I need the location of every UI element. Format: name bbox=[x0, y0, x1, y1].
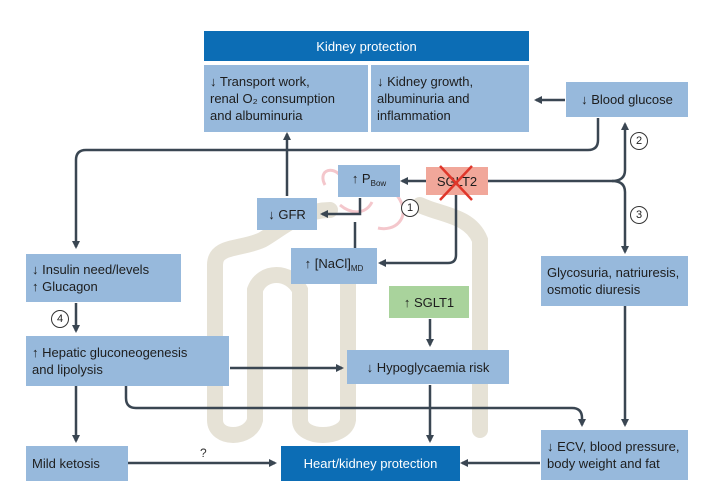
kidney-protection-header: Kidney protection bbox=[204, 31, 529, 61]
blood-glucose-text: ↓ Blood glucose bbox=[581, 92, 673, 107]
heart-kidney-protection-box: Heart/kidney protection bbox=[281, 446, 460, 481]
arrow-glucose-to-insulin bbox=[72, 118, 600, 249]
p-bow-box: ↑ PBow bbox=[338, 165, 400, 197]
marker-2: 2 bbox=[630, 132, 648, 150]
gfr-text: ↓ GFR bbox=[268, 206, 306, 222]
glycosuria-text: Glycosuria, natriuresis, osmotic diuresi… bbox=[547, 265, 680, 297]
arrow-sglt2-to-nacl bbox=[378, 195, 458, 267]
arrow-pbow-to-gfr bbox=[320, 198, 362, 218]
nacl-subscript: MD bbox=[350, 264, 364, 273]
hepatic-box: ↑ Hepatic gluconeogenesis and lipolysis bbox=[26, 336, 229, 386]
arrow-sglt2-to-glycosuria bbox=[611, 179, 629, 254]
gfr-box: ↓ GFR bbox=[257, 198, 317, 230]
marker-1: 1 bbox=[401, 199, 419, 217]
insulin-text: ↓ Insulin need/levels ↑ Glucagon bbox=[32, 262, 150, 294]
glycosuria-box: Glycosuria, natriuresis, osmotic diuresi… bbox=[541, 256, 688, 306]
p-bow-subscript: Bow bbox=[370, 179, 387, 188]
mild-ketosis-text: Mild ketosis bbox=[32, 456, 100, 471]
kidney-growth-text: ↓ Kidney growth, albuminuria and inflamm… bbox=[377, 74, 474, 123]
kidney-protection-title: Kidney protection bbox=[316, 38, 417, 54]
mild-ketosis-box: Mild ketosis bbox=[26, 446, 128, 481]
p-bow-text: ↑ PBow bbox=[352, 170, 386, 192]
kidney-growth-box: ↓ Kidney growth, albuminuria and inflamm… bbox=[371, 65, 529, 132]
hypoglycaemia-box: ↓ Hypoglycaemia risk bbox=[347, 350, 509, 384]
transport-work-text: ↓ Transport work, renal O₂ consumption a… bbox=[210, 74, 335, 123]
nacl-box: ↑ [NaCl]MD bbox=[291, 248, 377, 284]
marker-3: 3 bbox=[630, 206, 648, 224]
question-mark: ? bbox=[200, 446, 207, 460]
blood-glucose-box: ↓ Blood glucose bbox=[566, 82, 688, 117]
p-bow-prefix: ↑ P bbox=[351, 171, 371, 186]
nacl-text: ↑ [NaCl]MD bbox=[305, 255, 364, 277]
arrow-hepatic-to-ecv bbox=[124, 386, 586, 427]
sglt1-text: ↑ SGLT1 bbox=[403, 294, 455, 310]
nacl-prefix: ↑ [NaCl] bbox=[304, 256, 351, 271]
hepatic-text: ↑ Hepatic gluconeogenesis and lipolysis bbox=[32, 345, 188, 377]
hypoglycaemia-text: ↓ Hypoglycaemia risk bbox=[366, 359, 490, 375]
ecv-box: ↓ ECV, blood pressure, body weight and f… bbox=[541, 430, 688, 480]
marker-4: 4 bbox=[51, 310, 69, 328]
ecv-text: ↓ ECV, blood pressure, body weight and f… bbox=[547, 439, 680, 471]
heart-kidney-protection-text: Heart/kidney protection bbox=[303, 456, 438, 471]
transport-work-box: ↓ Transport work, renal O₂ consumption a… bbox=[204, 65, 368, 132]
sglt1-box: ↑ SGLT1 bbox=[389, 286, 469, 318]
insulin-box: ↓ Insulin need/levels ↑ Glucagon bbox=[26, 254, 181, 302]
